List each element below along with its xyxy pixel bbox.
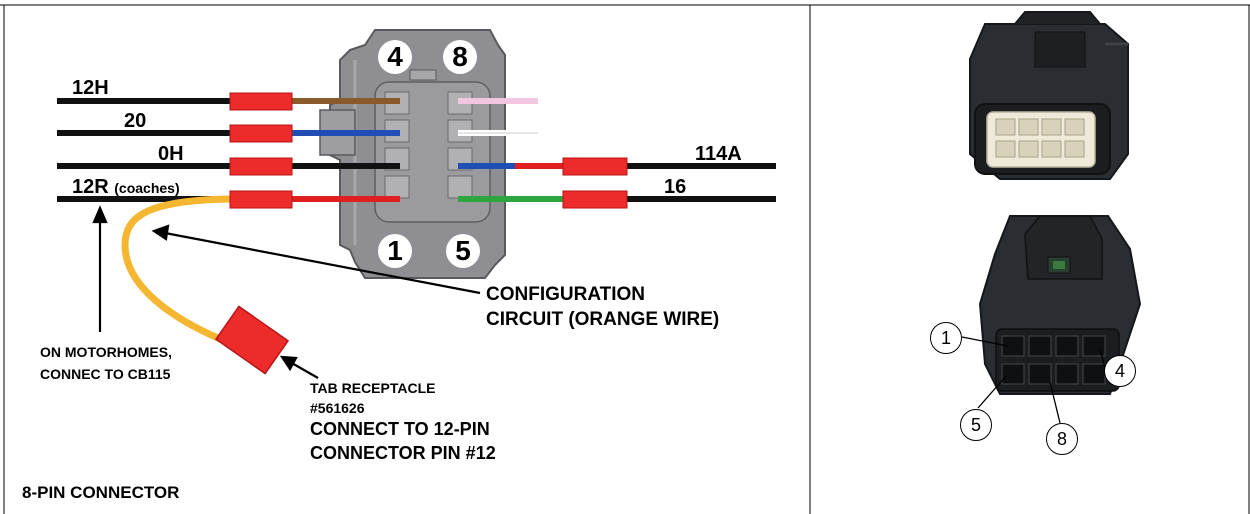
wire-label-12r: 12R (coaches) xyxy=(72,177,180,197)
config-circuit-line2: CIRCUIT (ORANGE WIRE) xyxy=(486,309,720,330)
tab-receptacle-line1: TAB RECEPTACLE xyxy=(310,380,436,396)
wire-label-12r-sub: (coaches) xyxy=(114,180,180,196)
plug-front-view xyxy=(969,11,1129,180)
pin-number-4: 4 xyxy=(378,40,412,74)
tab-receptacle xyxy=(214,305,290,375)
motorhome-note-line2: CONNEC TO CB115 xyxy=(40,366,171,382)
callout-pin-1: 1 xyxy=(930,322,962,354)
annotation-arrows xyxy=(92,205,481,379)
wire-label-12r-text: 12R xyxy=(72,176,109,198)
wire-label-16: 16 xyxy=(664,176,687,198)
heat-shrink-right xyxy=(562,157,628,209)
wire-label-20: 20 xyxy=(124,110,147,132)
wire-label-0h: 0H xyxy=(158,143,184,165)
right-wires xyxy=(625,163,776,202)
wire-label-114a: 114A xyxy=(695,143,742,165)
orange-config-wire xyxy=(121,195,237,349)
left-pin-wires xyxy=(290,98,400,202)
pin-number-5: 5 xyxy=(446,234,480,268)
motorhome-note-line1: ON MOTORHOMES, xyxy=(40,344,172,360)
pin-number-8: 8 xyxy=(443,40,477,74)
config-circuit-line1: CONFIGURATION xyxy=(486,284,646,305)
figure-caption: 8-PIN CONNECTOR xyxy=(22,483,180,502)
tab-receptacle-line2: #561626 xyxy=(310,400,365,416)
wire-label-12h: 12H xyxy=(72,77,109,99)
heat-shrink-left xyxy=(229,92,293,209)
callout-pin-5: 5 xyxy=(960,409,992,441)
callout-pin-4: 4 xyxy=(1104,355,1136,387)
connector-photos xyxy=(961,11,1142,424)
connector-body xyxy=(319,29,506,279)
right-pin-wires xyxy=(458,98,570,202)
pin-number-1: 1 xyxy=(378,234,412,268)
connect-note-line2: CONNECTOR PIN #12 xyxy=(310,443,496,463)
connect-note-line1: CONNECT TO 12-PIN xyxy=(310,419,490,439)
callout-pin-8: 8 xyxy=(1046,423,1078,455)
